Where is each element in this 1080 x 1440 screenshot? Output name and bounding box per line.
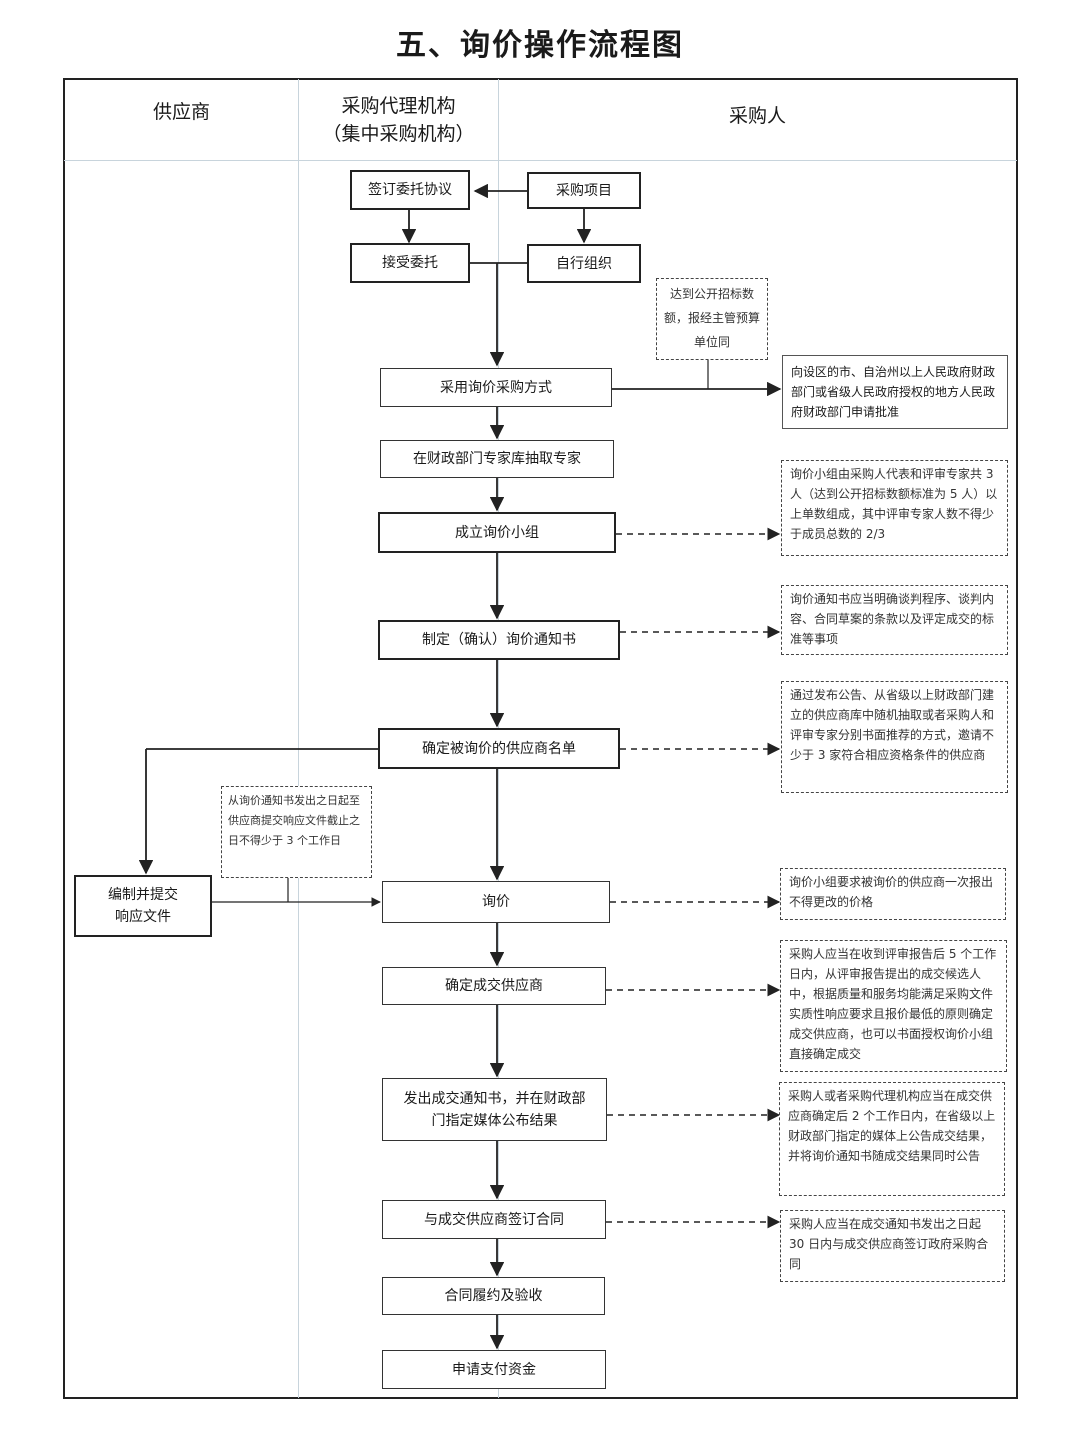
step-inquiry-notice: 制定（确认）询价通知书 xyxy=(378,620,620,660)
step-supplier-list: 确定被询价的供应商名单 xyxy=(378,728,620,769)
note-group-composition: 询价小组由采购人代表和评审专家共 3 人（达到公开招标数额标准为 5 人）以上单… xyxy=(781,460,1008,556)
lane-divider-1 xyxy=(298,79,299,1398)
flowchart-frame xyxy=(63,78,1018,1399)
step-accept-entrust: 接受委托 xyxy=(350,243,470,283)
step-draw-experts: 在财政部门专家库抽取专家 xyxy=(380,440,614,478)
step-inquiry: 询价 xyxy=(382,881,610,923)
step-self-organize: 自行组织 xyxy=(527,244,641,283)
step-prepare-response-docs-line1: 编制并提交 xyxy=(108,887,178,903)
step-contract-acceptance: 合同履约及验收 xyxy=(382,1277,605,1315)
note-winner-rule: 采购人应当在收到评审报告后 5 个工作日内，从评审报告提出的成交候选人中，根据质… xyxy=(780,940,1007,1072)
step-procurement-project: 采购项目 xyxy=(527,172,641,209)
lane-header-agency: 采购代理机构 （集中采购机构） xyxy=(299,92,498,148)
lane-header-agency-line2: （集中采购机构） xyxy=(322,123,475,145)
step-prepare-response-docs: 编制并提交 响应文件 xyxy=(74,875,212,937)
note-response-time: 从询价通知书发出之日起至供应商提交响应文件截止之日不得少于 3 个工作日 xyxy=(221,786,372,878)
note-threshold-approval: 达到公开招标数额，报经主管预算单位同 xyxy=(656,278,768,360)
note-supplier-selection: 通过发布公告、从省级以上财政部门建立的供应商库中随机抽取或者采购人和评审专家分别… xyxy=(781,681,1008,793)
step-issue-award-notice-line1: 发出成交通知书，并在财政部 xyxy=(403,1090,586,1107)
step-sign-contract: 与成交供应商签订合同 xyxy=(382,1200,606,1239)
step-sign-agreement: 签订委托协议 xyxy=(350,170,470,210)
step-adopt-inquiry-method: 采用询价采购方式 xyxy=(380,368,612,407)
page-title: 五、询价操作流程图 xyxy=(396,28,684,63)
note-announce-rule: 采购人或者采购代理机构应当在成交供应商确定后 2 个工作日内，在省级以上财政部门… xyxy=(779,1082,1005,1196)
header-divider xyxy=(64,160,1017,161)
step-apply-payment: 申请支付资金 xyxy=(382,1350,606,1389)
step-form-inquiry-group: 成立询价小组 xyxy=(378,512,616,553)
note-contract-rule: 采购人应当在成交通知书发出之日起 30 日内与成交供应商签订政府采购合同 xyxy=(780,1210,1005,1282)
step-issue-award-notice-line2: 门指定媒体公布结果 xyxy=(431,1112,558,1129)
lane-header-supplier: 供应商 xyxy=(152,101,210,123)
step-determine-winner: 确定成交供应商 xyxy=(382,967,606,1005)
note-one-price: 询价小组要求被询价的供应商一次报出不得更改的价格 xyxy=(780,868,1006,920)
step-prepare-response-docs-line2: 响应文件 xyxy=(115,909,171,925)
lane-header-purchaser: 采购人 xyxy=(728,105,786,127)
lane-header-agency-line1: 采购代理机构 xyxy=(341,95,456,117)
note-apply-approval: 向设区的市、自治州以上人民政府财政部门或省级人民政府授权的地方人民政府财政部门申… xyxy=(782,355,1008,429)
step-issue-award-notice: 发出成交通知书，并在财政部 门指定媒体公布结果 xyxy=(382,1078,607,1141)
note-notice-content: 询价通知书应当明确谈判程序、谈判内容、合同草案的条款以及评定成交的标准等事项 xyxy=(781,585,1008,655)
